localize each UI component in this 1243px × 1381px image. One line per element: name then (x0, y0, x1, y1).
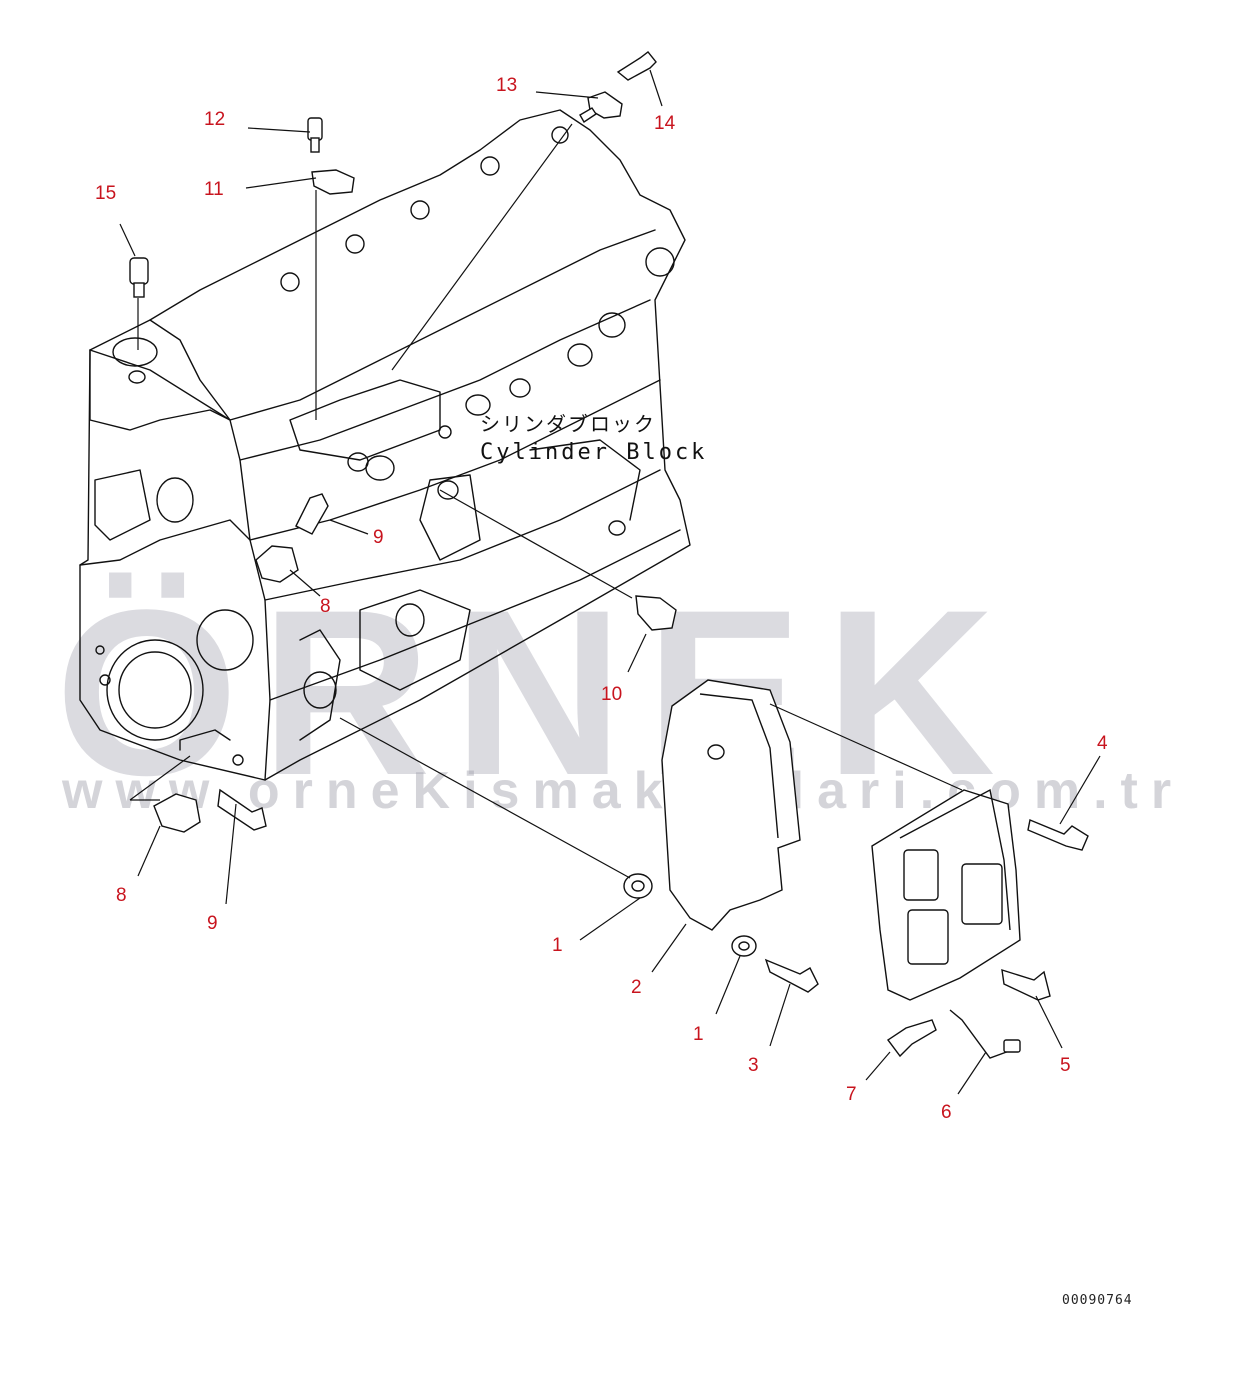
callout-10: 10 (601, 684, 623, 705)
callout-14: 14 (654, 113, 676, 134)
part-14-bolt (616, 51, 657, 81)
part-8-lower-sensor (153, 793, 201, 833)
watermark-brand: ÖRNEK (55, 561, 1018, 825)
part-6-harness (949, 1009, 1013, 1059)
callout-3: 3 (748, 1055, 759, 1076)
callout-7: 7 (846, 1084, 857, 1105)
callout-4: 4 (1097, 733, 1108, 754)
callout-6: 6 (941, 1102, 952, 1123)
callout-15: 15 (95, 183, 117, 204)
part-15-sensor (129, 257, 149, 285)
part-9-upper-bolt (295, 493, 329, 535)
callout-9-lower: 9 (207, 913, 218, 934)
cylinder-block-outline (79, 109, 691, 781)
callout-11: 11 (204, 179, 224, 200)
callout-12: 12 (204, 109, 226, 130)
callout-8-upper: 8 (320, 596, 331, 617)
callout-5: 5 (1060, 1055, 1071, 1076)
document-number: 00090764 (1062, 1293, 1133, 1308)
callout-9-upper: 9 (373, 527, 384, 548)
part-3-bolt (764, 958, 819, 993)
cylinder-block-label-en: Cylinder Block (480, 440, 708, 465)
part-5-bolt (1001, 969, 1051, 1001)
callout-1-lower: 1 (693, 1024, 704, 1045)
cylinder-block-label-jp: シリンダブロック (480, 412, 656, 436)
part-7-bolt (886, 1019, 937, 1058)
part-9-lower-bolt (217, 788, 267, 831)
part-12-bolt (307, 117, 323, 141)
part-10-sensor (635, 595, 677, 631)
callout-2: 2 (631, 977, 642, 998)
part-11-sensor (311, 169, 355, 195)
part-4-bolt (1027, 819, 1089, 851)
ecu-controller (871, 789, 1021, 1001)
part-2-bracket (661, 679, 801, 931)
callout-13: 13 (496, 75, 518, 96)
callout-8-lower: 8 (116, 885, 127, 906)
part-8-upper-sensor (255, 545, 299, 583)
callout-1-upper: 1 (552, 935, 563, 956)
